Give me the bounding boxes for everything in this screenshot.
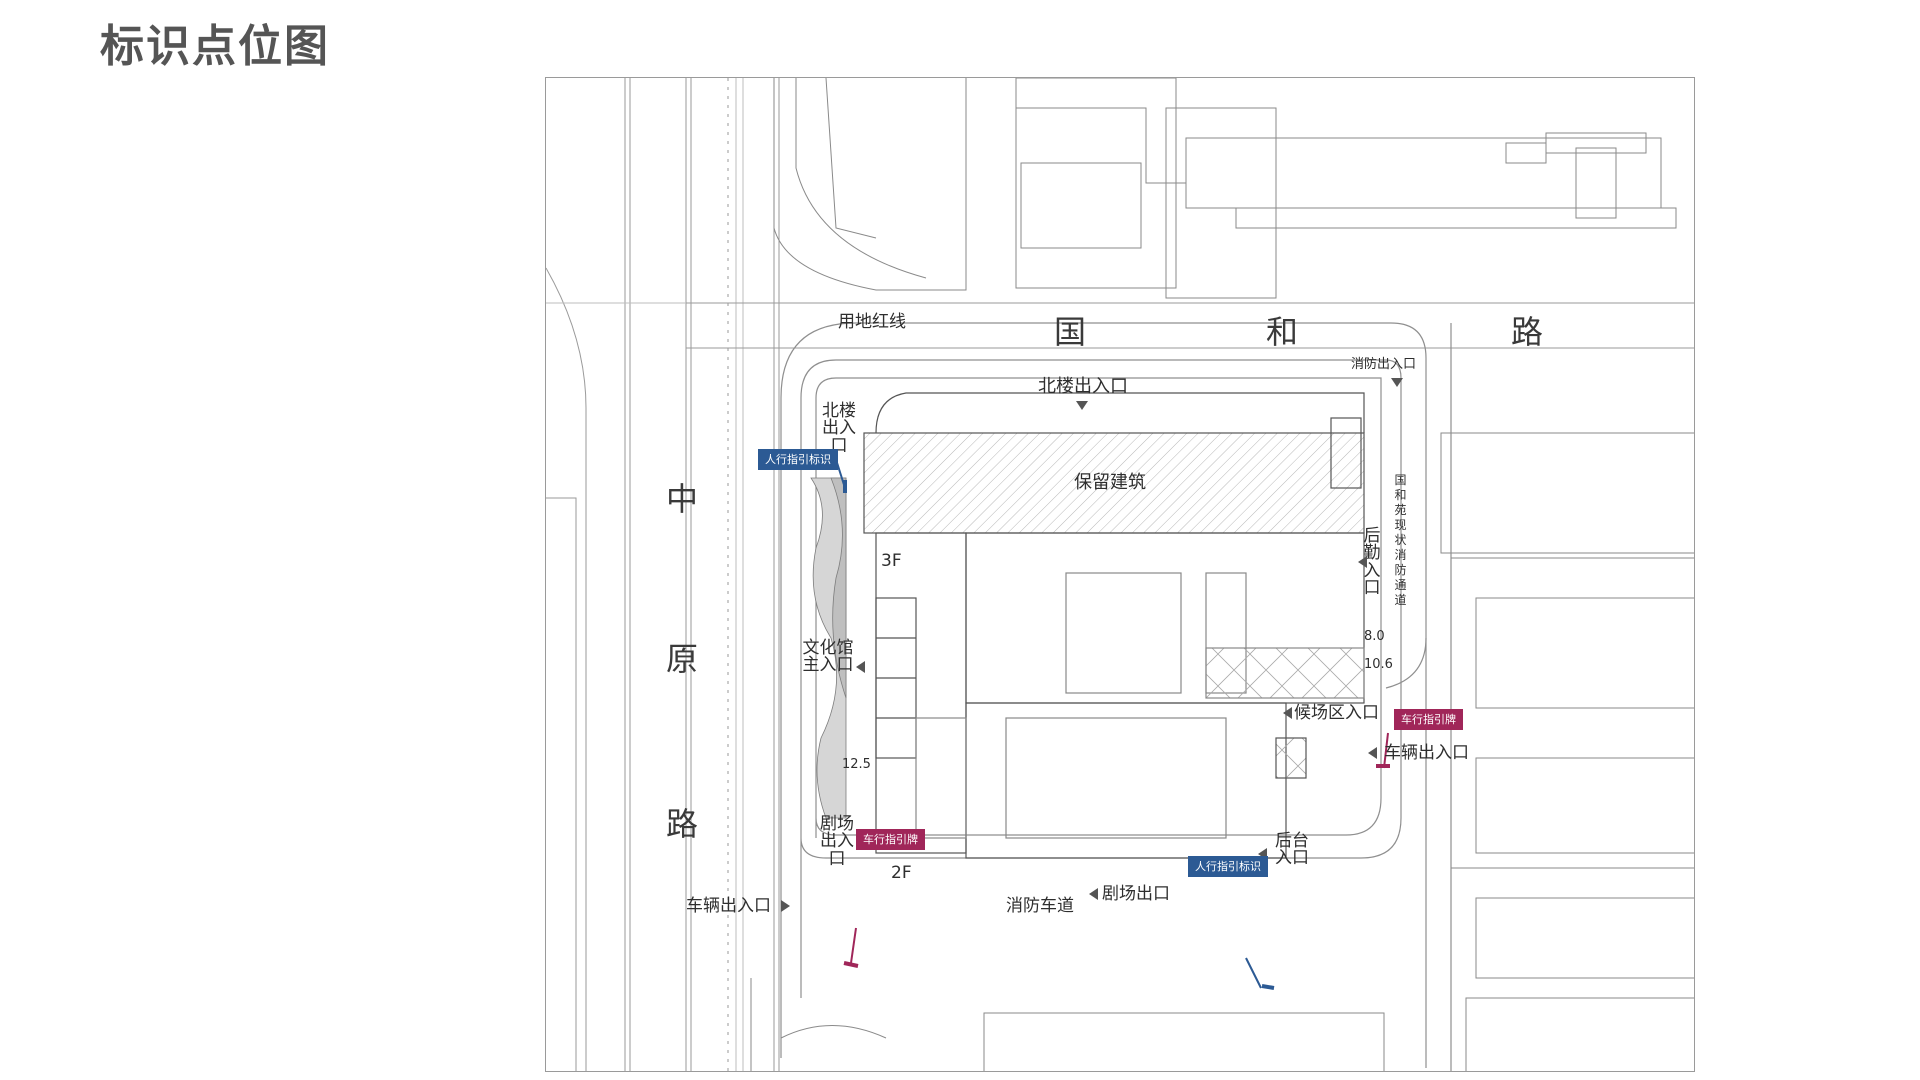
north-buildings <box>773 78 1677 299</box>
logistics-entrance-label: 后勤入口 <box>1363 526 1381 598</box>
west-road-char-1: 中 <box>666 480 699 518</box>
logistics-arrow <box>1358 556 1367 568</box>
red-line-label: 用地红线 <box>838 312 906 332</box>
vehicle-west-arrow <box>781 900 790 912</box>
theater-exit-arrow <box>1089 888 1098 900</box>
elevation-8-label: 8.0 <box>1364 629 1385 644</box>
vehicle-west-label: 车辆出入口 <box>686 896 771 916</box>
elevation-12-5-label: 12.5 <box>842 757 871 772</box>
south-buildings <box>750 978 1694 1071</box>
north-road-char-2: 和 <box>1266 313 1299 351</box>
sign-vehicle-southwest[interactable]: 车行指引牌 <box>856 829 925 851</box>
north-entrance-side-label: 北楼出入口 <box>822 401 856 456</box>
fire-exit-label: 消防出入口 <box>1351 357 1417 372</box>
theater-entrance-label: 剧场出入口 <box>820 814 854 869</box>
west-road-lines <box>546 78 780 1071</box>
sign-pedestrian-north[interactable]: 人行指引标识 <box>758 449 838 471</box>
floor-3f-label: 3F <box>881 551 902 571</box>
west-road-char-3: 路 <box>666 805 699 843</box>
site-plan-map[interactable]: 国 和 路 中 原 路 用地红线 北楼出入口 消防出入口 北楼出入口 保留建筑 … <box>545 77 1695 1072</box>
north-entrance-label: 北楼出入口 <box>1038 376 1128 397</box>
theater-block <box>875 532 1365 859</box>
north-road-char-1: 国 <box>1054 313 1087 351</box>
north-road-lines <box>546 302 1694 349</box>
east-buildings <box>1440 432 1694 979</box>
theater-exit-label: 剧场出口 <box>1102 884 1170 904</box>
floor-2f-label: 2F <box>891 863 912 883</box>
sign-vehicle-east[interactable]: 车行指引牌 <box>1394 709 1463 731</box>
site-plan-drawing <box>546 78 1694 1071</box>
cultural-main-entrance-label: 文化馆主入口 <box>802 638 854 676</box>
backstage-arrow <box>1258 848 1267 860</box>
fire-lane-label: 消防车道 <box>1006 896 1074 916</box>
retained-building <box>863 392 1365 534</box>
west-landscape <box>810 477 847 819</box>
retained-building-label: 保留建筑 <box>1074 472 1146 493</box>
waiting-entrance-label: 候场区入口 <box>1294 703 1379 723</box>
vehicle-east-arrow <box>1368 747 1377 759</box>
north-entrance-arrow <box>1076 401 1088 410</box>
fire-lane-vertical-label: 国和苑现状消防通道 <box>1394 473 1407 607</box>
backstage-entrance-label: 后台入口 <box>1275 831 1309 869</box>
page-title: 标识点位图 <box>100 21 330 72</box>
sign-pedestrian-south[interactable]: 人行指引标识 <box>1188 856 1268 878</box>
fire-exit-arrow <box>1391 378 1403 387</box>
vehicle-east-label: 车辆出入口 <box>1384 743 1469 763</box>
waiting-arrow <box>1283 707 1292 719</box>
north-road-char-3: 路 <box>1511 313 1544 351</box>
cultural-main-arrow <box>856 661 865 673</box>
west-road-char-2: 原 <box>666 640 699 678</box>
elevation-10-6-label: 10.6 <box>1364 657 1393 672</box>
